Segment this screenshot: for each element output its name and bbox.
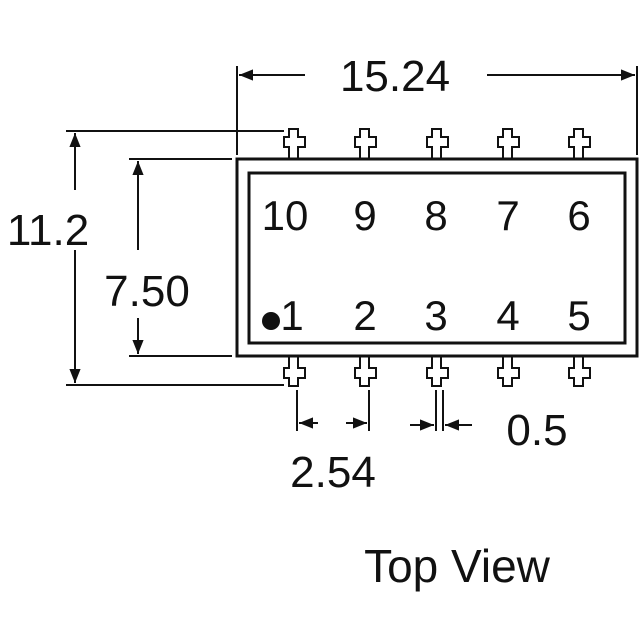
pin-width-label: 0.5 <box>506 406 567 455</box>
pin-top <box>568 128 591 159</box>
pin-number: 3 <box>424 292 447 339</box>
pin-number: 9 <box>353 192 376 239</box>
pin-top <box>283 128 306 159</box>
pin-number: 8 <box>424 192 447 239</box>
bottom-pins <box>283 356 591 387</box>
pin1-marker-dot <box>262 312 280 330</box>
pin-bottom <box>497 356 520 387</box>
pin-number: 5 <box>567 292 590 339</box>
pin-number: 4 <box>496 292 519 339</box>
package-body-outer <box>235 157 639 358</box>
pin-number: 2 <box>353 292 376 339</box>
width-label: 15.24 <box>340 52 450 101</box>
pitch-label: 2.54 <box>290 448 376 497</box>
pin-number: 6 <box>567 192 590 239</box>
pin-top <box>426 128 449 159</box>
pin-bottom <box>354 356 377 387</box>
pin-top <box>497 128 520 159</box>
view-caption: Top View <box>364 540 551 592</box>
top-pins <box>283 128 591 159</box>
package-body-inner <box>247 171 627 345</box>
pin-number: 10 <box>262 192 309 239</box>
pin-number: 7 <box>496 192 519 239</box>
pin-bottom <box>426 356 449 387</box>
pin-bottom <box>283 356 306 387</box>
pin-top <box>354 128 377 159</box>
height-label: 11.2 <box>7 206 89 255</box>
pin-bottom <box>568 356 591 387</box>
pin-number: 1 <box>280 292 303 339</box>
body-height-label: 7.50 <box>104 267 190 316</box>
